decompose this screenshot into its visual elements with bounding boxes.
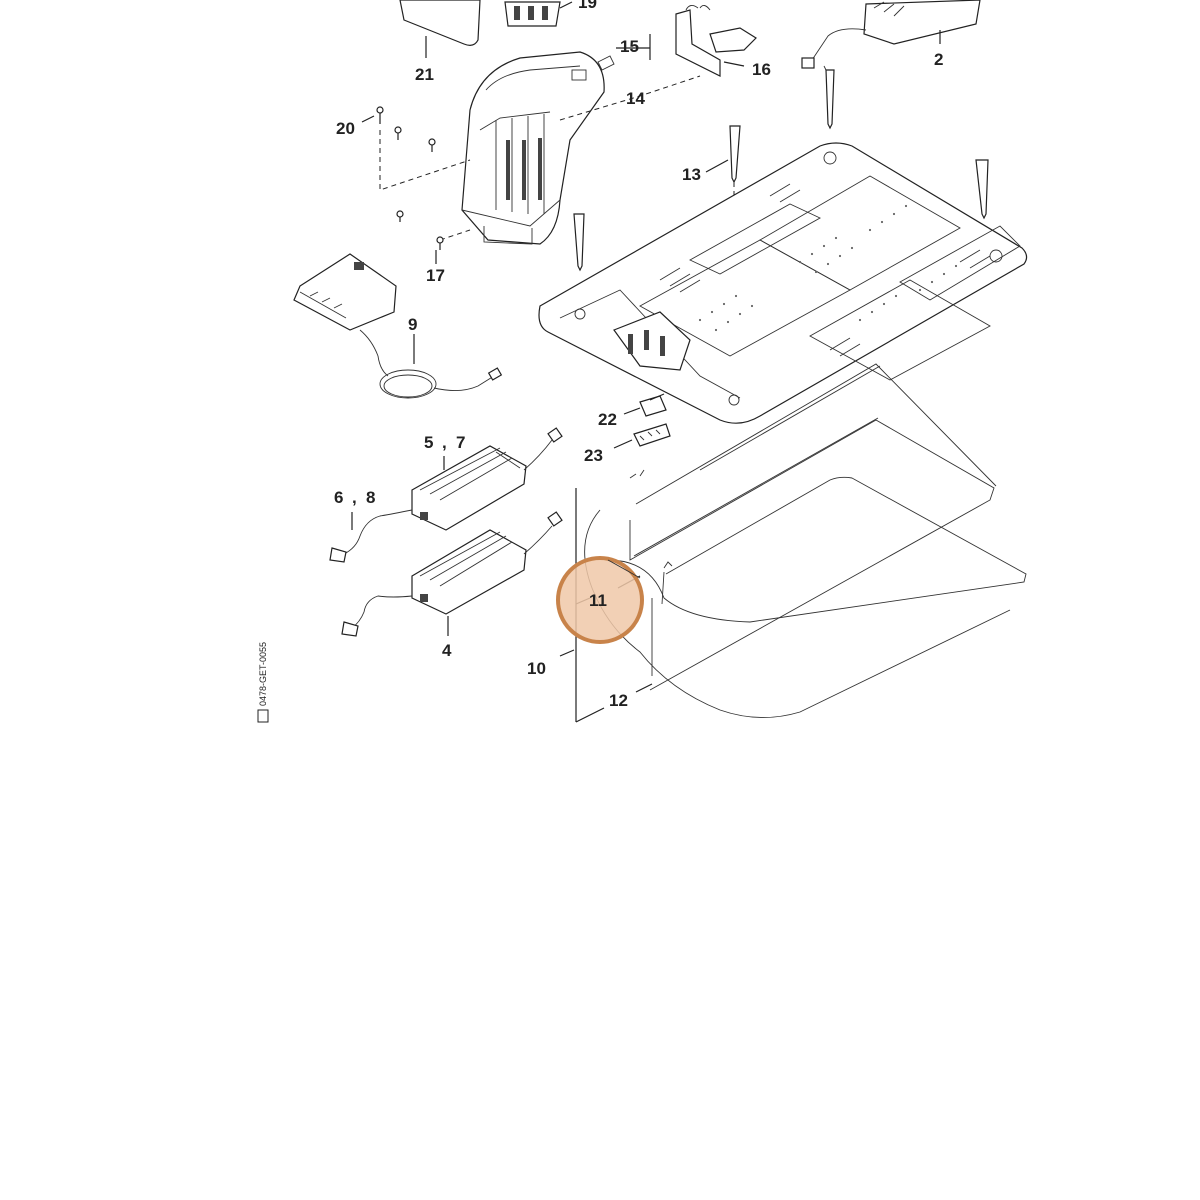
label-19: 19 (578, 0, 597, 12)
part-23-connector (613, 423, 671, 449)
label-12: 12 (609, 691, 628, 710)
part-14-docking-housing (461, 51, 605, 245)
part-15-clip (597, 34, 651, 71)
part-19-connector (504, 1, 573, 27)
label-14: 14 (626, 89, 645, 108)
part-22-connector (623, 393, 667, 417)
label-20: 20 (336, 119, 355, 138)
screws (361, 106, 444, 264)
label-23: 23 (584, 446, 603, 465)
part-21-cover (399, 0, 481, 58)
part-9-module (293, 253, 503, 399)
highlight-circle-part-11 (556, 556, 644, 644)
part-16-bracket (675, 5, 757, 77)
label-2: 2 (934, 50, 943, 69)
part-5-7-power-supply (329, 427, 563, 563)
label-10: 10 (527, 659, 546, 678)
ground-stakes (573, 69, 989, 272)
label-17: 17 (426, 266, 445, 285)
part-2-power-supply (801, 0, 981, 71)
assembly-lines (379, 75, 735, 395)
label-7: 7 (456, 433, 465, 452)
part-11-perimeter-loop (607, 469, 1027, 623)
label-15: 15 (620, 37, 639, 56)
label-8: 8 (366, 488, 375, 507)
drawing-code: 0478-GET-0055 (257, 642, 269, 723)
label-11: 11 (589, 591, 607, 610)
label-13: 13 (682, 165, 701, 184)
label-6-8-separator: , (352, 488, 357, 507)
part-labels: 21 19 15 14 16 2 20 13 17 9 22 23 5 , 7 … (334, 0, 943, 710)
label-6: 6 (334, 488, 343, 507)
label-4: 4 (442, 641, 452, 660)
label-22: 22 (598, 410, 617, 429)
label-5-7-separator: , (442, 433, 447, 452)
label-16: 16 (752, 60, 771, 79)
label-5: 5 (424, 433, 433, 452)
drawing-code-text: 0478-GET-0055 (258, 642, 268, 706)
part-10-boundary-wire (629, 363, 997, 691)
part-4-power-supply (341, 511, 563, 637)
base-plate (538, 142, 1028, 424)
label-9: 9 (408, 315, 417, 334)
label-21: 21 (415, 65, 434, 84)
